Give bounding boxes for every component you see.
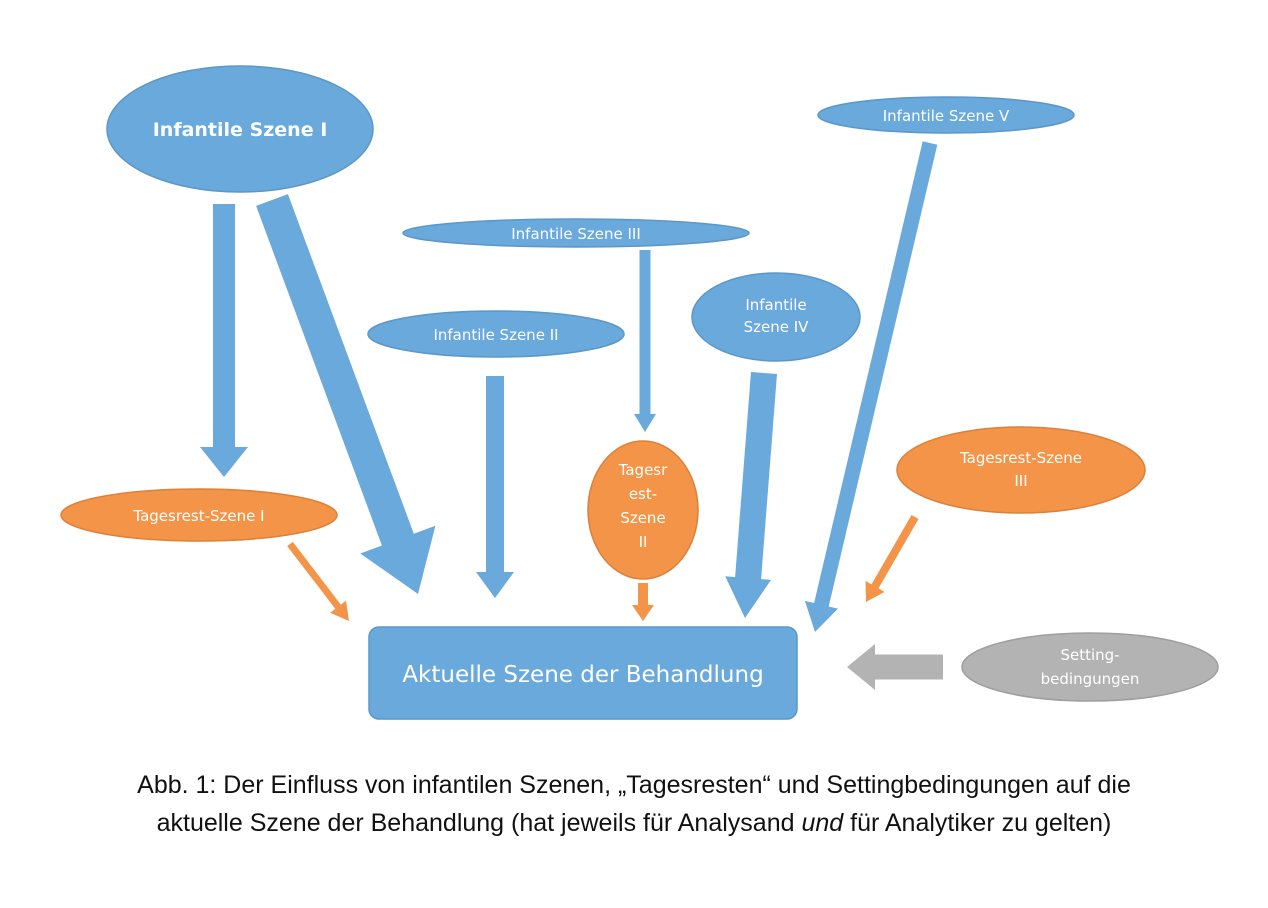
arrow-infantile-5-to-aktuelle [804,141,938,633]
node-label-line-4: II [639,533,648,551]
node-label-line-1: Tagesr [618,461,668,479]
node-infantile-szene-1: Infantile Szene I [106,65,374,193]
caption-line-1: Abb. 1: Der Einfluss von infantilen Szen… [137,771,1131,799]
caption-emphasis: und [801,809,844,837]
caption-line-2-end: für Analytiker zu gelten) [843,809,1112,837]
node-label-line-1: Tagesrest-Szene [959,449,1082,467]
arrow-infantile-2-to-aktuelle [476,376,514,598]
node-label: Infantile Szene III [511,225,641,243]
arrow-tagesrest-1-to-aktuelle [287,541,349,621]
arrow-infantile-1-to-aktuelle [256,194,436,594]
caption-line-2: aktuelle Szene der Behandlung (hat jewei… [0,804,1268,842]
node-tagesrest-szene-2: Tagesr est- Szene II [587,440,699,580]
arrow-tagesrest-2-to-aktuelle [632,583,654,621]
node-infantile-szene-4: Infantile Szene IV [691,272,861,362]
node-tagesrest-szene-3: Tagesrest-Szene III [896,426,1146,514]
arrow-infantile-4-to-aktuelle [725,372,777,618]
node-settingbedingungen: Setting- bedingungen [961,632,1219,702]
node-label-line-1: Infantile [745,296,806,314]
node-label: Infantile Szene II [433,326,558,344]
node-label-line-2: est- [629,485,657,503]
node-tagesrest-szene-1: Tagesrest-Szene I [60,488,338,542]
node-label-line-3: Szene [620,509,665,527]
node-label-line-2: Szene IV [744,318,810,336]
node-label-line-2: III [1014,472,1027,490]
node-aktuelle-szene: Aktuelle Szene der Behandlung [368,626,798,720]
arrows-layer [200,141,943,690]
arrow-tagesrest-3-to-aktuelle [865,515,919,602]
node-label-line-1: Setting- [1060,646,1119,664]
node-infantile-szene-5: Infantile Szene V [817,96,1075,134]
node-label-line-2: bedingungen [1041,670,1140,688]
node-label: Tagesrest-Szene I [132,507,264,525]
arrow-infantile-3-to-tagesrest-2 [634,250,656,432]
arrow-infantile-1-to-tagesrest-1 [200,204,248,477]
node-infantile-szene-3: Infantile Szene III [402,218,750,248]
node-label: Infantile Szene I [153,119,328,141]
caption-line-2-start: aktuelle Szene der Behandlung (hat jewei… [156,809,802,837]
figure-caption: Abb. 1: Der Einfluss von infantilen Szen… [0,766,1268,842]
node-label: Infantile Szene V [883,107,1010,125]
node-infantile-szene-2: Infantile Szene II [367,310,625,358]
node-label: Aktuelle Szene der Behandlung [402,662,763,688]
arrow-setting-to-aktuelle [847,644,943,690]
